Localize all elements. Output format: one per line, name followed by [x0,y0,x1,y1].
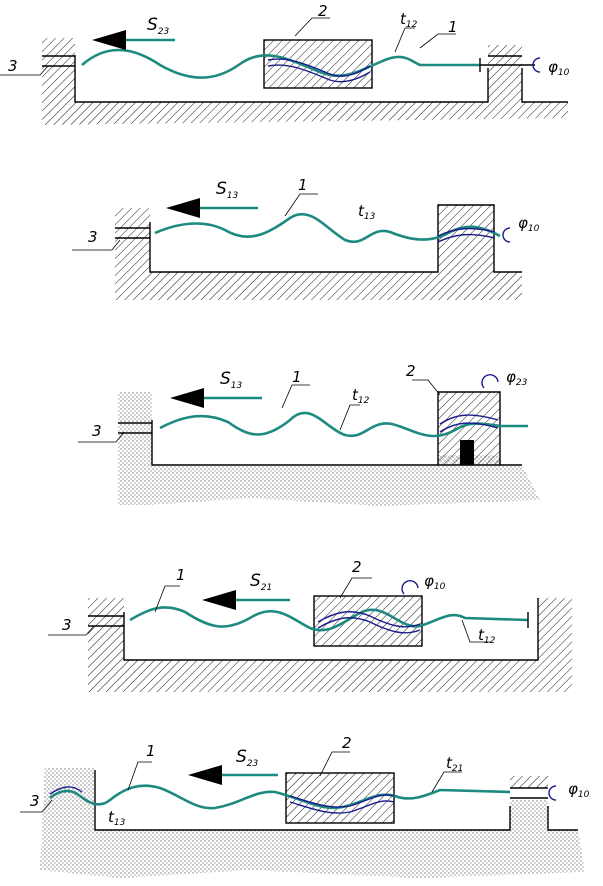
label-rod: 1 [176,566,186,584]
label-rod: 1 [298,176,308,194]
panel-1: S23 3 2 1 t12 φ10 [0,2,570,125]
label-rod: 1 [292,368,302,386]
direction-arrow [166,198,200,218]
arrow-label: S13 [216,179,239,201]
arrow-label: S23 [147,15,170,37]
worm-rod [129,606,529,632]
worm-rod [81,48,480,79]
ground-dotted [118,392,540,506]
panel-2: S13 3 1 t13 φ10 [72,176,540,300]
label-slider: 2 [342,734,352,752]
label-rotation: φ10 [518,214,540,234]
label-contact: t13 [108,808,126,828]
label-rotation: φ10 [568,780,590,800]
label-rotation: φ10 [548,58,570,78]
label-contact: t12 [400,10,418,30]
direction-arrow [92,30,126,50]
arrow-label: S23 [236,747,259,769]
ground-hatch [115,205,522,300]
label-frame: 3 [30,792,40,810]
label-contact-2: t21 [446,754,463,774]
label-frame: 3 [8,57,18,75]
label-slider: 2 [352,558,362,576]
slider-block [437,391,501,466]
arrow-label: S21 [250,571,272,593]
label-rotation: φ10 [424,572,446,592]
direction-arrow [170,388,204,408]
ground-outline [151,420,522,466]
worm-rod [49,784,511,810]
label-frame: 3 [92,422,102,440]
panel-5: S23 3 1 t13 2 t21 φ10 [20,734,590,878]
label-rod: 1 [448,18,458,36]
arrow-label: S13 [220,369,243,391]
direction-arrow [188,765,222,785]
ground-outline [74,55,568,103]
ground-outline [123,598,539,661]
panel-3: S13 3 1 t12 2 φ23 [78,362,540,506]
worm-rod [159,411,528,438]
slider-block [263,39,373,89]
ground-outline [94,770,578,831]
slot-hatch [510,776,548,788]
label-frame: 3 [62,616,72,634]
panel-4: S21 3 1 2 φ10 t12 [48,558,572,692]
slider-block [285,772,395,824]
label-rod: 1 [146,742,156,760]
ground-hatch [88,598,572,692]
label-rotation: φ23 [506,368,528,388]
label-contact: t13 [358,202,376,222]
label-slider: 2 [406,362,416,380]
label-slider: 2 [318,2,328,20]
label-contact: t12 [478,626,496,646]
label-contact: t12 [352,386,370,406]
ground-dotted [40,768,585,878]
direction-arrow [202,590,236,610]
ground-outline [149,204,522,273]
label-frame: 3 [88,228,98,246]
ground-hatch [42,38,568,125]
